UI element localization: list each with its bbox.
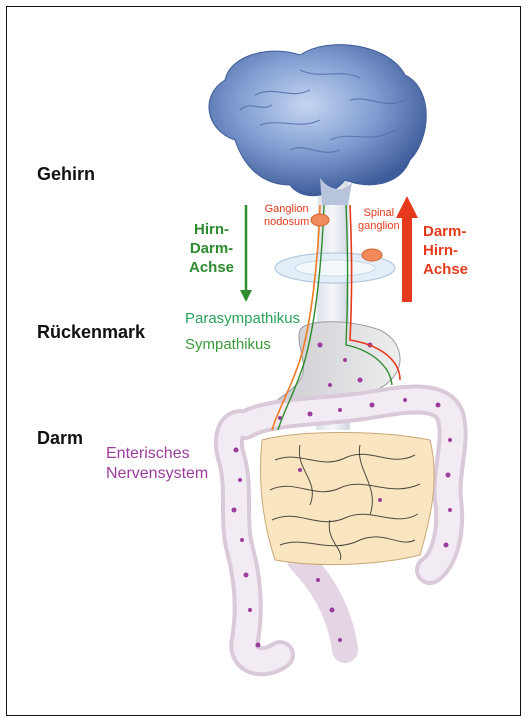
label-spinal-cord: Rückenmark: [37, 322, 145, 343]
label-gut-brain-axis: Darm- Hirn- Achse: [423, 222, 468, 279]
brain-shape: [209, 45, 426, 205]
label-parasympathetic: Parasympathikus: [185, 310, 300, 327]
ganglion-nodosum-shape: [311, 214, 329, 226]
label-spinal-ganglion: Spinal ganglion: [358, 207, 400, 233]
brain-gut-arrow: [240, 205, 252, 302]
spinal-ganglion-shape: [362, 249, 382, 261]
label-gut: Darm: [37, 428, 83, 449]
label-brain-gut-axis: Hirn- Darm- Achse: [189, 220, 234, 277]
rectum: [300, 560, 345, 650]
label-sympathetic: Sympathikus: [185, 336, 271, 353]
label-brain: Gehirn: [37, 164, 95, 185]
label-ganglion-nodosum: Ganglion nodosum: [264, 203, 309, 229]
label-enteric-nervous-system: Enterisches Nervensystem: [106, 444, 208, 484]
